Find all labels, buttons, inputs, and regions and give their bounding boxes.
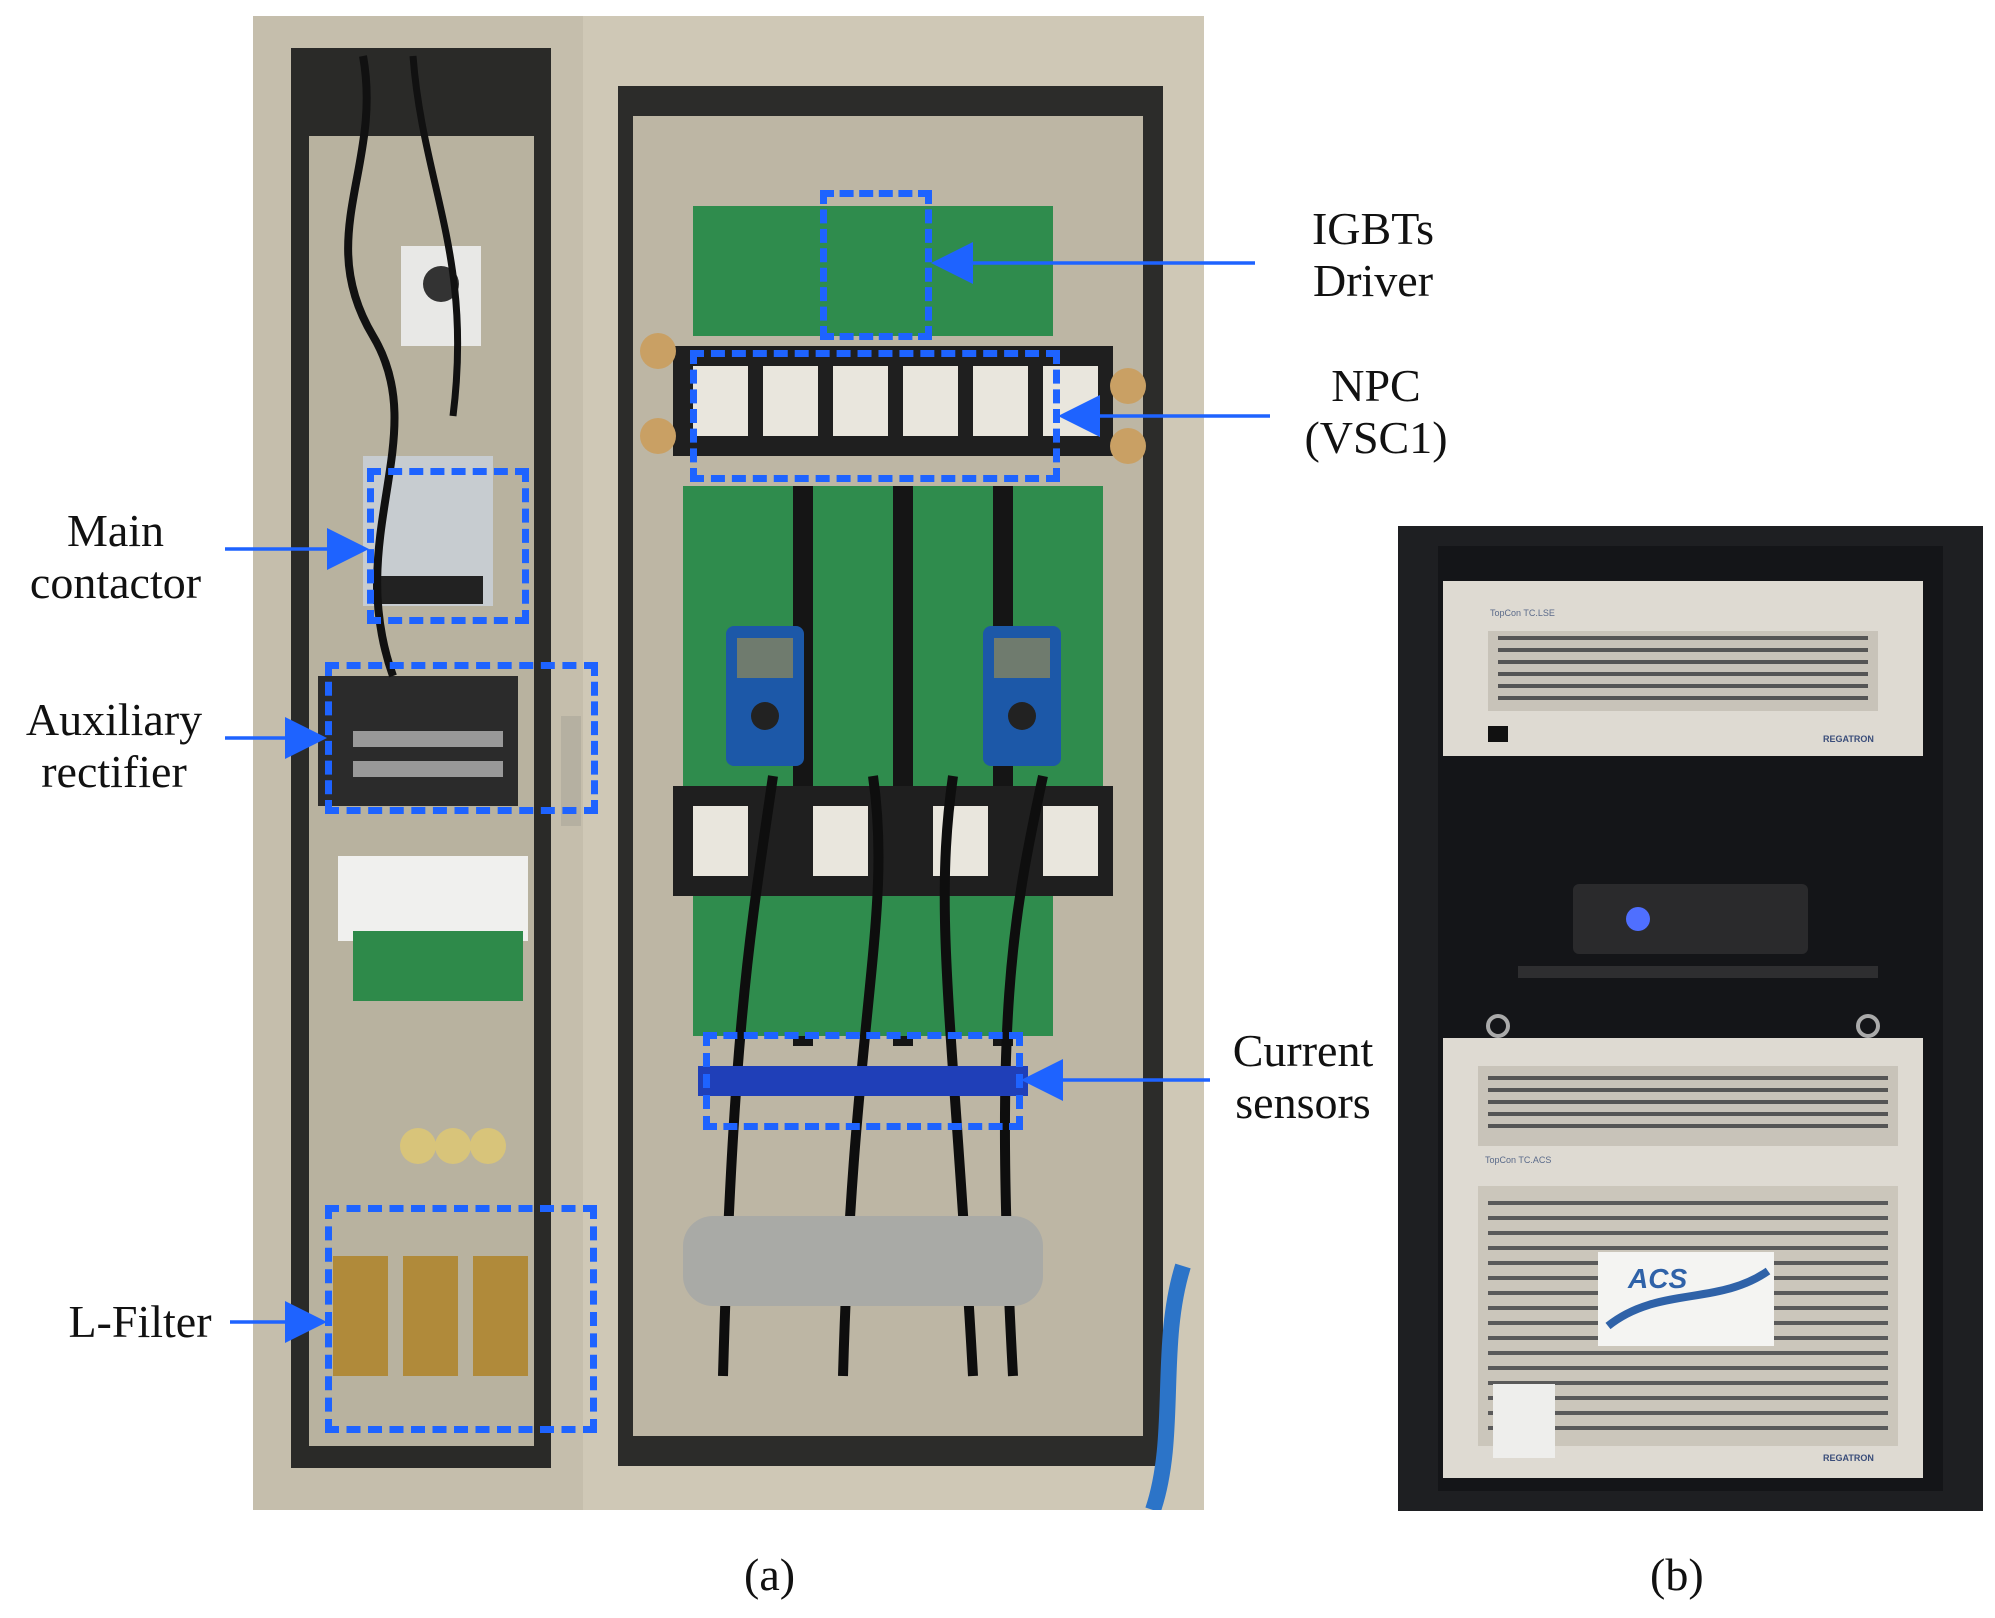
rack-bottom-brand-label: REGATRON xyxy=(1823,1453,1874,1463)
label-igbt-driver: IGBTs Driver xyxy=(1283,203,1463,307)
label-npc: NPC (VSC1) xyxy=(1286,360,1466,464)
label-main-contactor-line2: contactor xyxy=(29,557,202,608)
label-npc-line1: NPC xyxy=(1331,360,1421,411)
rack-top-brand-label: REGATRON xyxy=(1823,734,1874,744)
cabinet-illustration xyxy=(253,16,1204,1510)
label-aux-rectifier-line2: rectifier xyxy=(41,746,187,797)
caption-a: (a) xyxy=(744,1549,796,1600)
label-l-filter: L-Filter xyxy=(68,1296,212,1347)
rack-top-model-label: TopCon TC.LSE xyxy=(1490,608,1555,618)
highlight-igbt-driver xyxy=(820,190,932,340)
highlight-main-contactor xyxy=(367,468,529,624)
photo-converter-cabinet xyxy=(253,16,1204,1510)
rack-bottom-model-label: TopCon TC.ACS xyxy=(1485,1155,1552,1165)
label-current-sensors: Current sensors xyxy=(1208,1025,1398,1129)
label-main-contactor: Main contactor xyxy=(8,505,223,609)
photo-regatron-rack xyxy=(1398,526,1983,1511)
label-npc-line2: (VSC1) xyxy=(1304,412,1448,463)
label-aux-rectifier-line1: Auxiliary xyxy=(25,694,203,745)
label-igbt-driver-line2: Driver xyxy=(1312,255,1434,306)
highlight-l-filter xyxy=(325,1205,597,1433)
highlight-aux-rectifier xyxy=(325,662,598,814)
label-current-sensors-line2: sensors xyxy=(1235,1077,1371,1128)
caption-b: (b) xyxy=(1650,1549,1704,1600)
label-main-contactor-line1: Main xyxy=(66,505,165,556)
label-aux-rectifier: Auxiliary rectifier xyxy=(4,694,224,798)
acs-logo-text: ACS xyxy=(1628,1263,1688,1294)
highlight-npc xyxy=(690,350,1060,482)
label-current-sensors-line1: Current xyxy=(1232,1025,1374,1076)
rack-illustration xyxy=(1398,526,1983,1511)
label-igbt-driver-line1: IGBTs xyxy=(1311,203,1434,254)
highlight-current-sensors xyxy=(703,1032,1023,1130)
